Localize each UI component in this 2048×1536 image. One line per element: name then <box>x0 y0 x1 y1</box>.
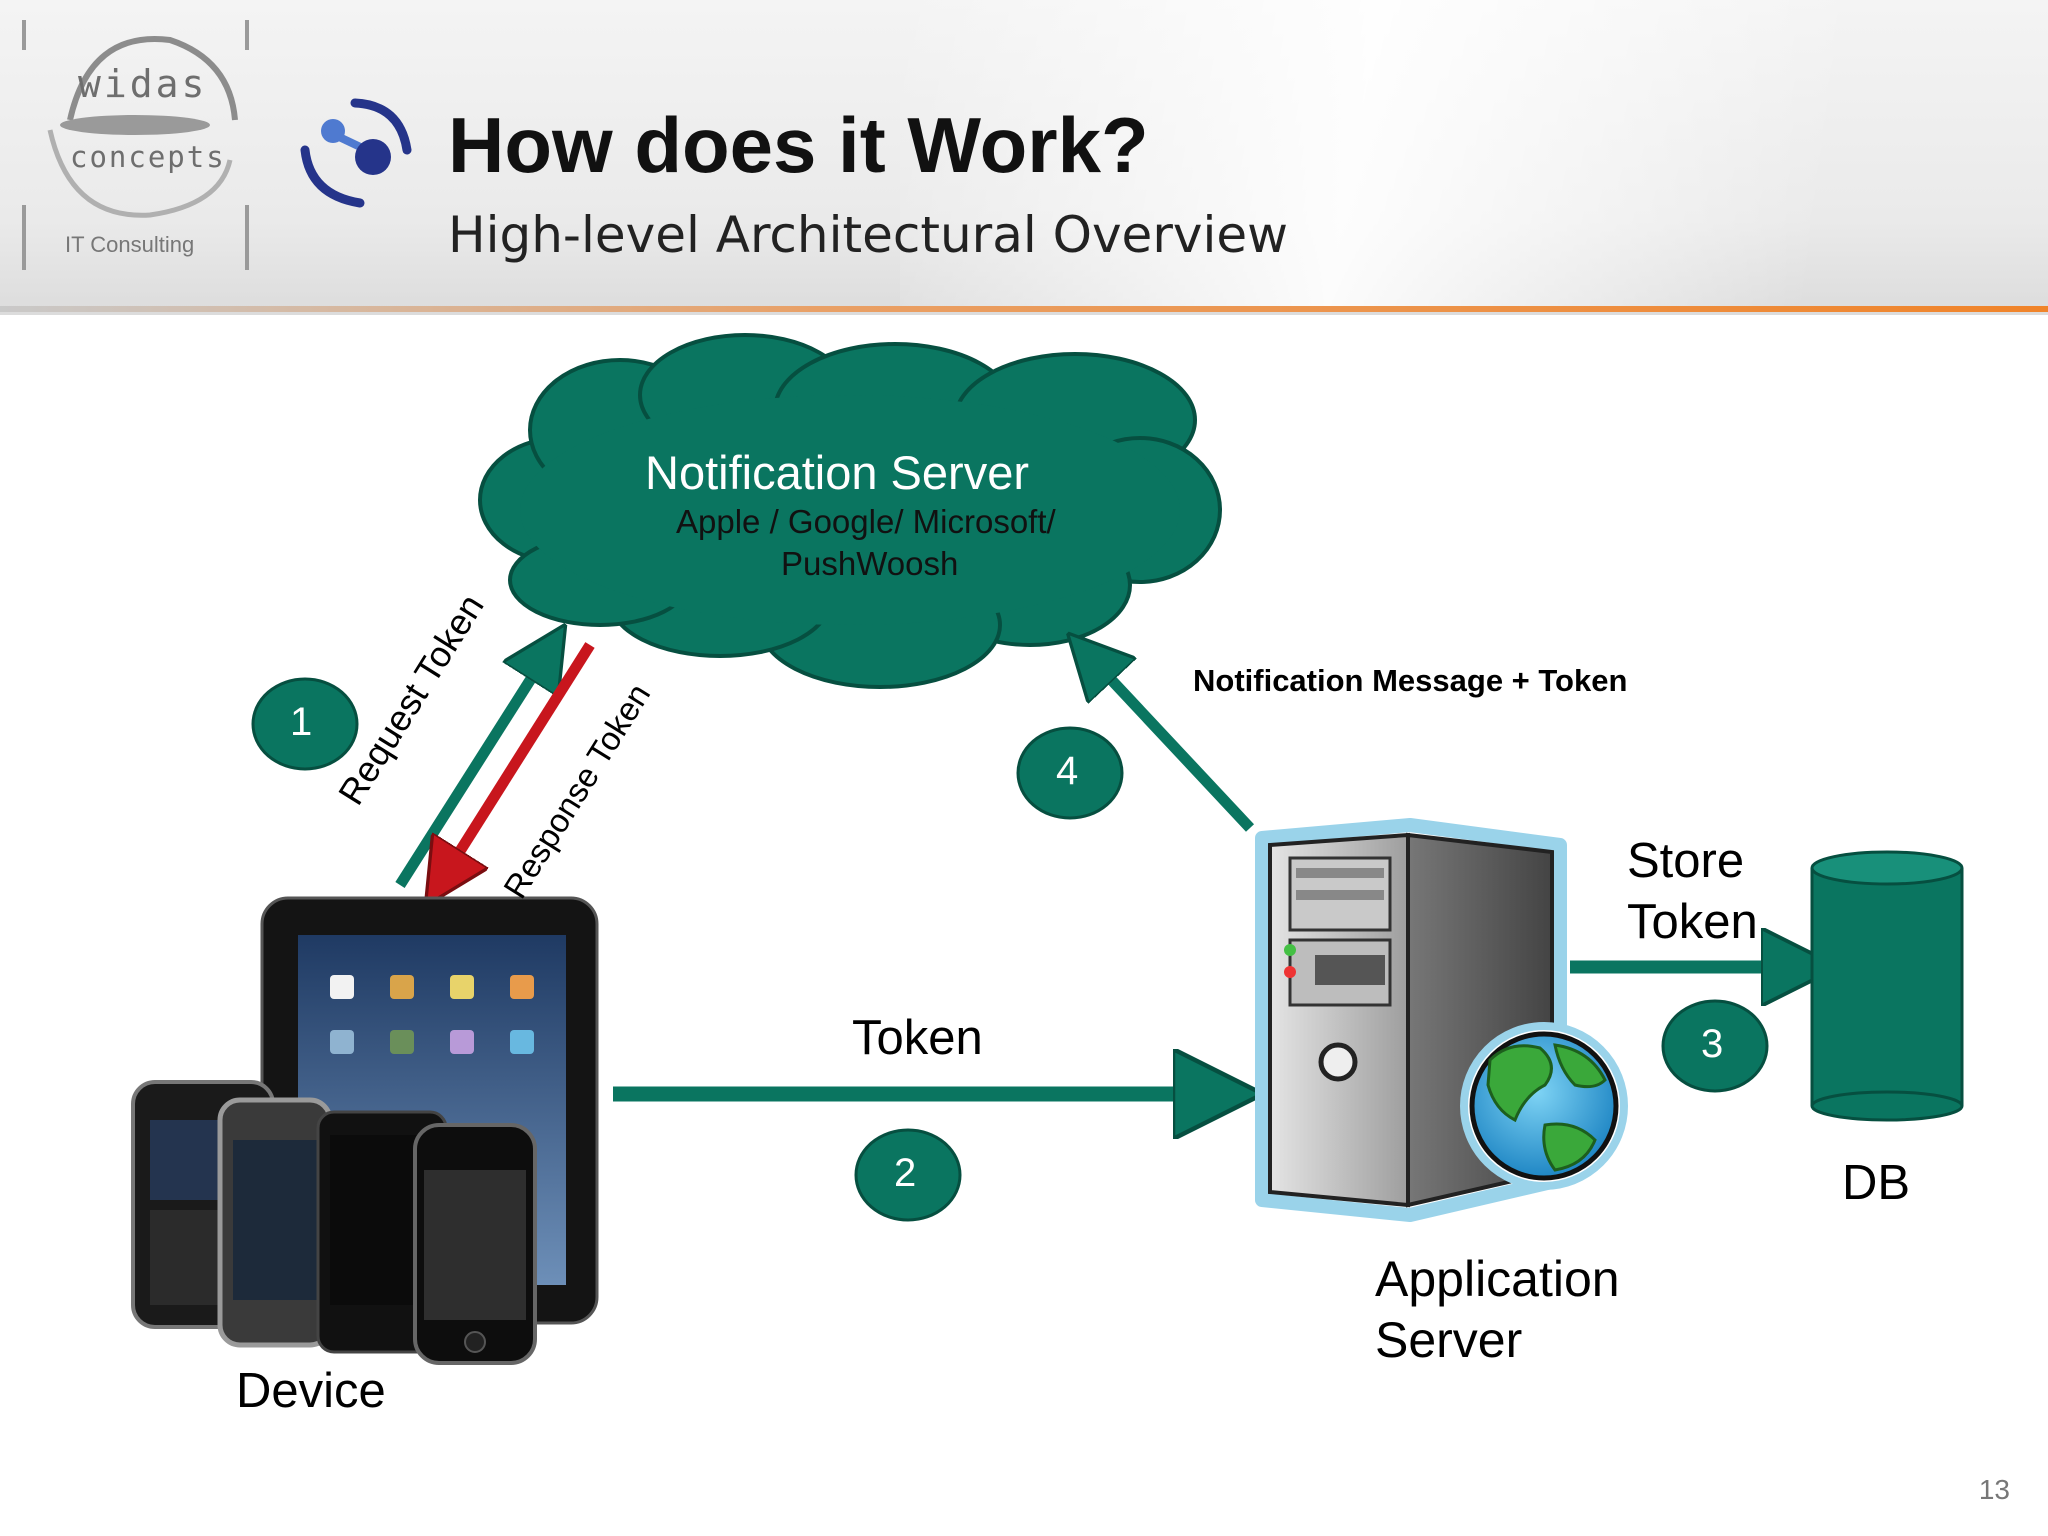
step-badge-4 <box>1016 726 1124 820</box>
store-token-label-line1: Store <box>1627 834 1745 888</box>
logo-text-secondary: concepts <box>70 140 226 174</box>
logo-frame-bar <box>22 205 26 270</box>
logo-frame-bar <box>245 20 249 50</box>
slide-header: widas concepts IT Consulting How does it… <box>0 0 2048 315</box>
db-label: DB <box>1842 1156 1911 1210</box>
notification-server-providers-cont: PushWoosh <box>781 545 959 582</box>
page-subtitle: High-level Architectural Overview <box>448 206 1289 264</box>
company-logo-swoosh <box>47 36 238 218</box>
logo-text-primary: widas <box>78 62 208 106</box>
application-server-label-line2: Server <box>1375 1312 1523 1368</box>
step-2-label: 2 <box>894 1151 917 1195</box>
application-server-label-line1: Application <box>1375 1251 1620 1307</box>
step-4-label: 4 <box>1056 749 1079 793</box>
notification-message-arrow <box>1090 657 1255 832</box>
header-divider <box>0 306 2048 312</box>
step-1-label: 1 <box>290 700 313 744</box>
step-badge-2 <box>854 1128 962 1222</box>
device-illustration <box>131 896 599 1365</box>
notification-server-title: Notification Server <box>645 446 1029 499</box>
notification-server-cloud <box>478 333 1222 689</box>
token-label: Token <box>852 1011 983 1065</box>
logo-frame-bar <box>22 20 26 50</box>
notification-server-providers: Apple / Google/ Microsoft/ <box>676 503 1056 540</box>
logo-tagline: IT Consulting <box>65 232 195 257</box>
application-server-icon <box>1255 818 1628 1222</box>
store-token-label-line2: Token <box>1627 895 1758 949</box>
device-label: Device <box>236 1364 386 1418</box>
response-token-arrow <box>443 642 595 878</box>
page-number: 13 <box>1978 1474 2010 1505</box>
molecule-icon <box>300 98 412 208</box>
step-3-label: 3 <box>1701 1022 1724 1066</box>
logo-frame-bar <box>245 205 249 270</box>
db-cylinder <box>1810 850 1964 1122</box>
step-badge-1 <box>251 677 359 771</box>
notification-message-label: Notification Message + Token <box>1193 663 1628 698</box>
header-shine <box>900 0 2048 310</box>
step-badge-3 <box>1661 999 1769 1093</box>
page-title: How does it Work? <box>448 101 1149 189</box>
